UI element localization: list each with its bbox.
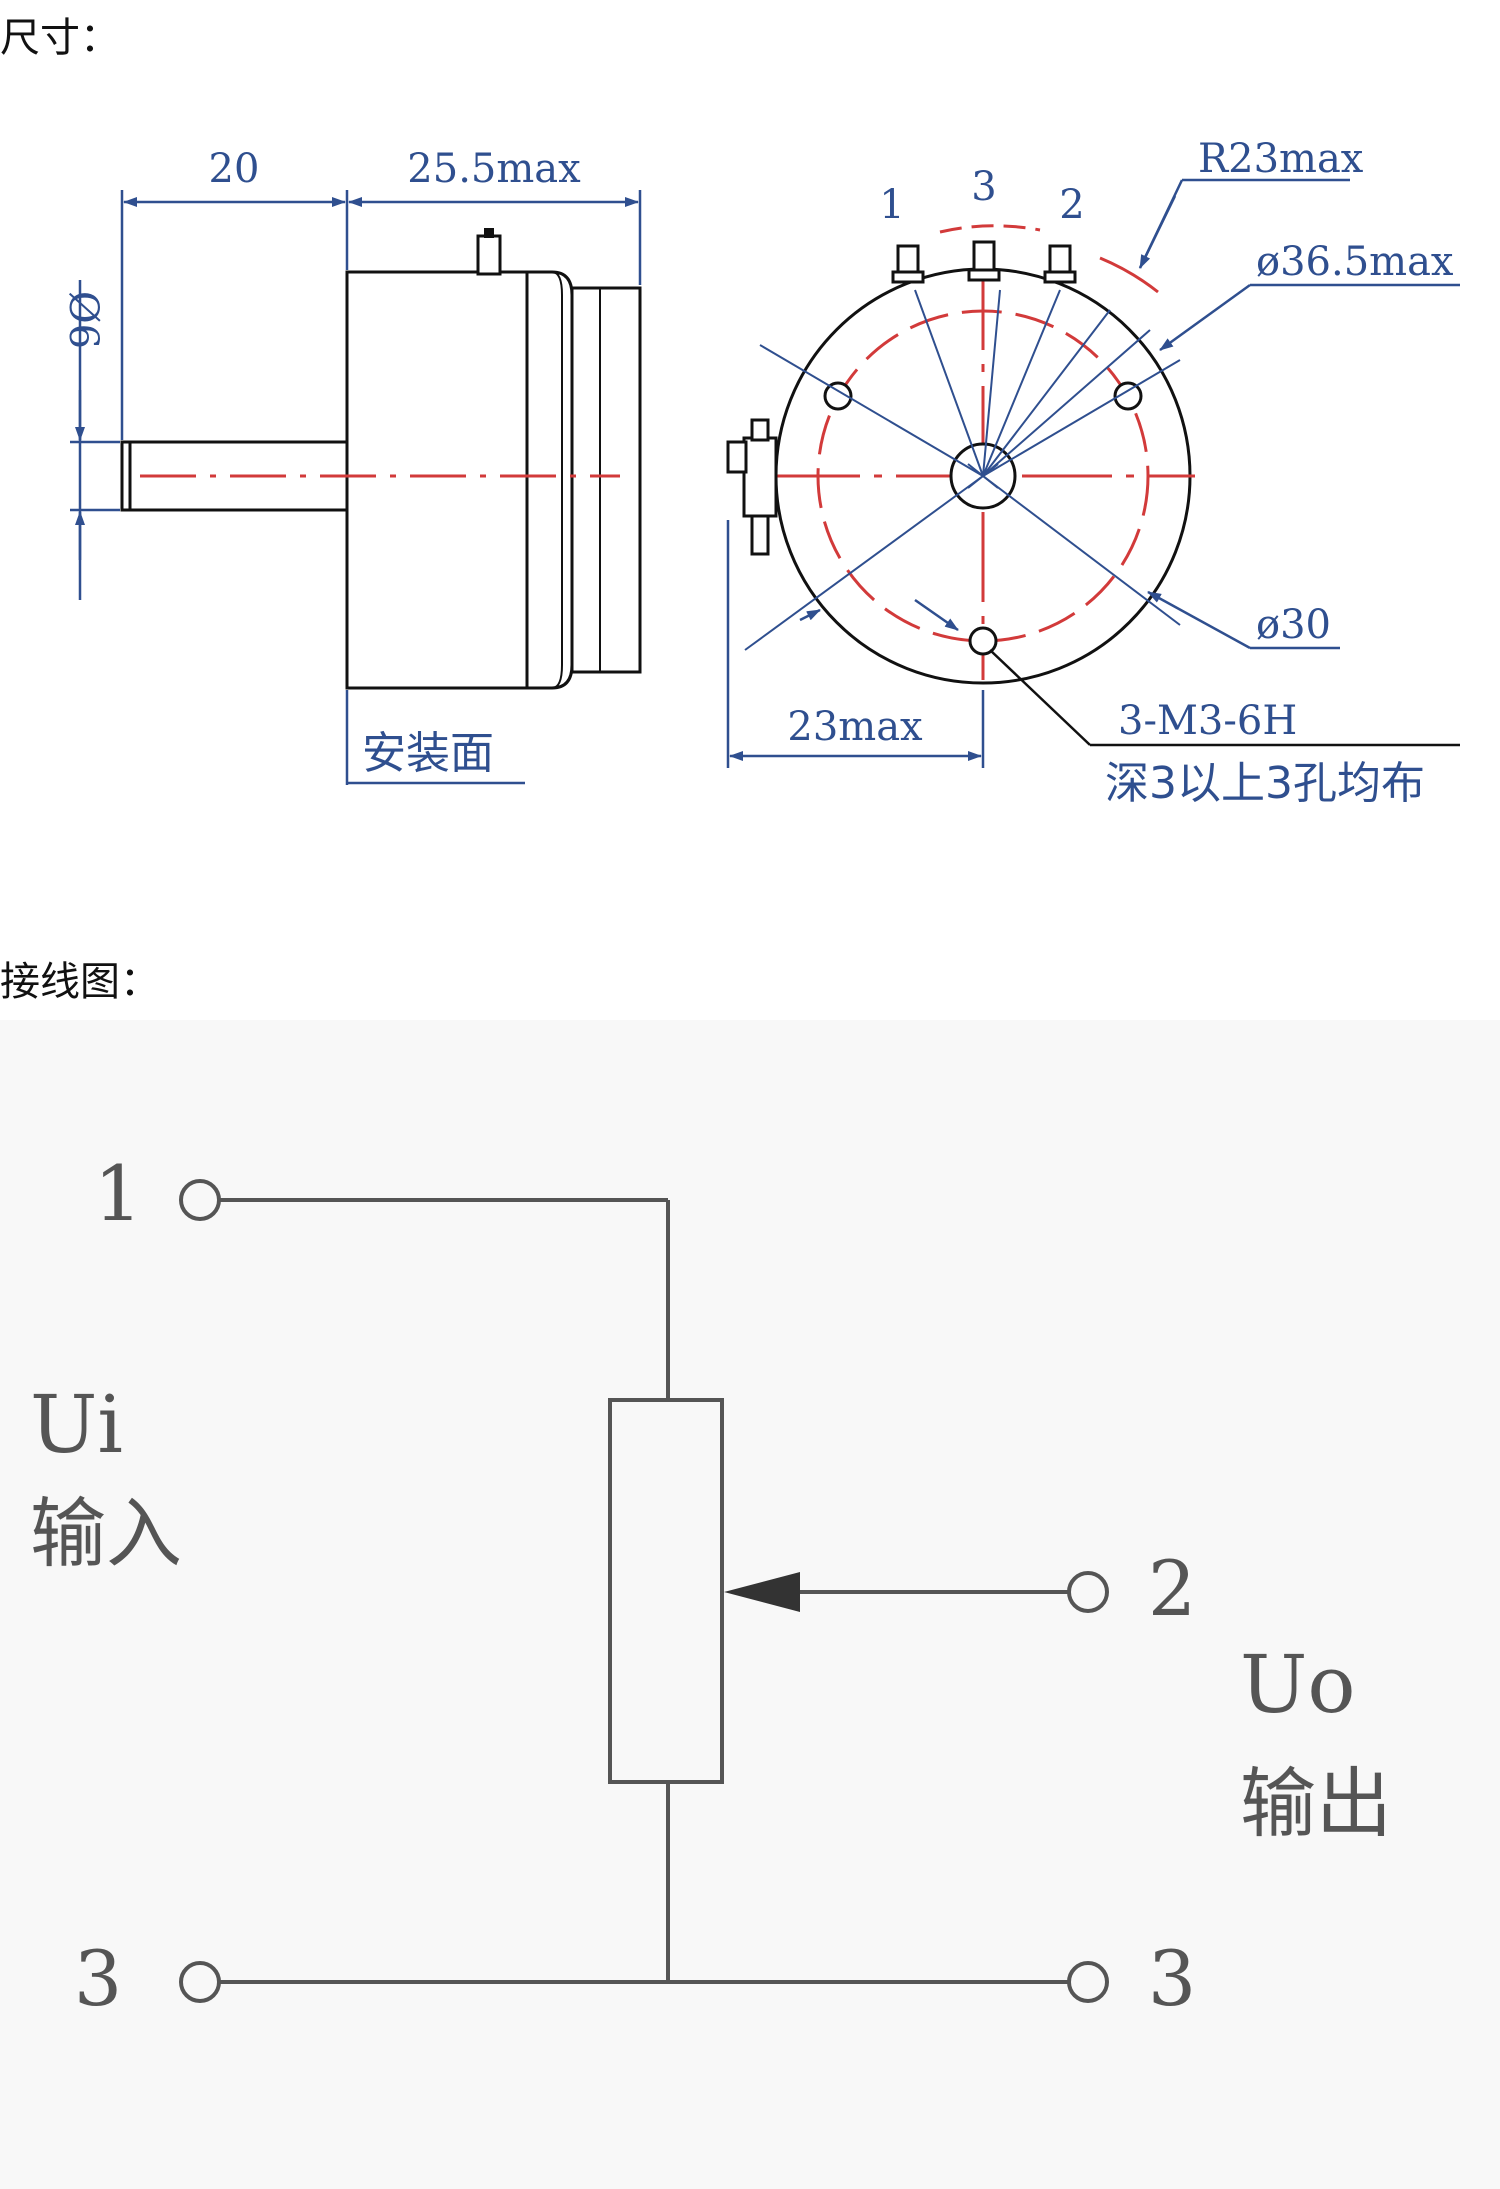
mounting-hole-left: [823, 381, 853, 411]
radius-arc: [1099, 256, 1159, 294]
mounting-hole-bottom: [968, 626, 998, 656]
shaft-diameter-label: Ø6: [60, 291, 106, 349]
side-terminal: [476, 234, 502, 276]
terminal-1-circle: [179, 1179, 221, 1221]
offset-label: 23max: [787, 704, 923, 750]
radius-label: R23max: [1198, 136, 1364, 182]
outer-diameter-label: ø36.5max: [1256, 239, 1454, 285]
hole-circle-leader: [1147, 590, 1251, 650]
body-length-label: 25.5max: [407, 146, 581, 192]
rear-flange-outline: [570, 286, 642, 674]
input-symbol-label: Ui: [30, 1378, 123, 1471]
side-clamp-screw: [726, 418, 778, 556]
terminal-1-label: 1: [94, 1149, 142, 1238]
terminal-3-output-circle: [1067, 1961, 1109, 2003]
rear-cap-outline: [527, 270, 574, 690]
thread-spec-label: 3-M3-6H: [1118, 698, 1297, 744]
output-label: 输出: [1240, 1759, 1392, 1848]
terminal-2-label: 2: [1148, 1544, 1196, 1633]
thread-leader: [989, 649, 1091, 746]
output-symbol-label: Uo: [1240, 1638, 1356, 1731]
terminal-3-input-circle: [179, 1961, 221, 2003]
input-label: 输入: [30, 1489, 182, 1578]
resistor-body: [608, 1398, 724, 1784]
terminal-label-2: 2: [1059, 182, 1084, 228]
terminal-label-3: 3: [971, 164, 996, 210]
mounting-hole-right: [1113, 381, 1143, 411]
wiper-arrow-head: [724, 1572, 800, 1612]
body-outline: [345, 270, 529, 690]
mounting-face-label: 安装面: [362, 728, 494, 779]
terminal-3-input-label: 3: [74, 1934, 122, 2023]
front-view: 1 3 2 R23max ø36.5max ø30 23max: [726, 136, 1460, 809]
terminal-label-1: 1: [879, 182, 904, 228]
dimension-drawing: 20 25.5max Ø6 安装面: [60, 136, 1460, 809]
terminal-3-output-label: 3: [1148, 1934, 1196, 2023]
thread-note-label: 深3以上3孔均布: [1105, 758, 1425, 809]
wiring-panel: 1 3 2 3 Ui 输入 Uo 输出: [0, 1020, 1500, 2189]
terminal-2-circle: [1067, 1571, 1109, 1613]
wiring-heading: 接线图：: [0, 959, 160, 1005]
wiring-diagram: 1 3 2 3 Ui 输入 Uo 输出: [30, 1149, 1392, 2023]
hole-circle-label: ø30: [1256, 602, 1331, 648]
dimensions-heading: 尺寸：: [0, 15, 120, 61]
shaft-length-label: 20: [209, 146, 260, 192]
outer-diameter-leader: [1159, 283, 1251, 352]
front-terminals: [891, 240, 1077, 284]
side-view: 20 25.5max Ø6 安装面: [60, 146, 642, 785]
